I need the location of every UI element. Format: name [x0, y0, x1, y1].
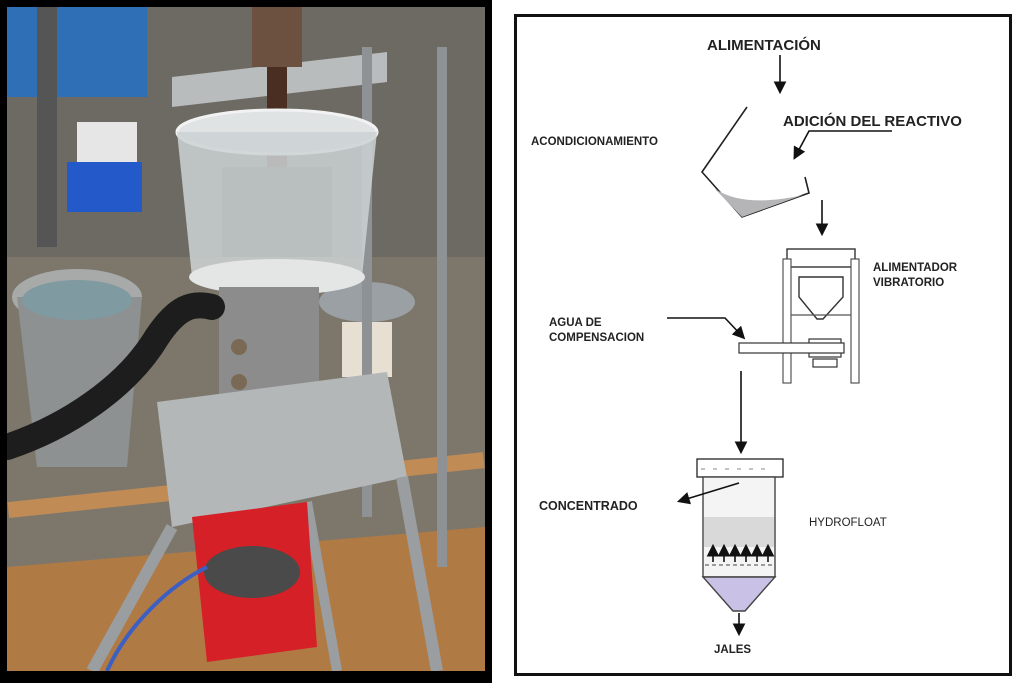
white-box	[77, 122, 137, 162]
feeder-leg-right	[850, 258, 860, 384]
label-alimentacion: ALIMENTACIÓN	[707, 37, 821, 54]
apparatus-photo-drawing	[7, 7, 485, 671]
process-diagram: ALIMENTACIÓN ADICIÓN DEL REACTIVO ACONDI…	[514, 14, 1012, 676]
agitator-motor	[252, 7, 302, 67]
table-leg-right	[396, 475, 443, 671]
bucket-contents	[204, 546, 300, 598]
table-leg-mid	[302, 501, 342, 671]
label-alimentador: ALIMENTADOR VIBRATORIO	[873, 261, 957, 291]
blue-box	[67, 162, 142, 212]
label-hydrofloat: HYDROFLOAT	[809, 517, 887, 529]
feeder-base	[812, 358, 838, 368]
blue-cabinet	[7, 7, 147, 97]
label-alimentador-line1: ALIMENTADOR	[873, 262, 958, 274]
bowl-bottom	[189, 259, 365, 295]
concentrate-arrow	[676, 482, 740, 505]
label-alimentador-line2: VIBRATORIO	[873, 277, 945, 289]
blue-hose	[105, 565, 208, 671]
pipe-back	[37, 7, 57, 247]
label-jales: JALES	[714, 644, 752, 656]
conditioning-liquid	[715, 189, 803, 217]
label-acondicionamiento: ACONDICIONAMIENTO	[531, 136, 658, 148]
feeder-top	[786, 248, 856, 268]
label-agua-line1: AGUA DE	[549, 317, 602, 329]
reagent-arrow	[793, 130, 892, 160]
inner-column	[222, 167, 332, 257]
label-agua-compensacion: AGUA DE COMPENSACION	[549, 316, 644, 346]
feeder-chute	[738, 342, 845, 354]
tub-water	[22, 280, 132, 320]
diagram-drawing	[667, 55, 892, 637]
black-hose	[7, 292, 225, 460]
label-concentrado: CONCENTRADO	[539, 499, 638, 513]
stand-post-right	[362, 47, 372, 517]
feeder-leg-left	[782, 258, 792, 384]
hydrofloat-launder	[696, 458, 784, 478]
label-adicion-reactivo: ADICIÓN DEL REACTIVO	[783, 113, 962, 130]
feeder-hopper	[798, 276, 844, 320]
valve-1	[231, 339, 247, 355]
hydrofloat-bed	[704, 517, 774, 547]
hydrofloat-cone	[701, 576, 777, 612]
steel-table	[157, 372, 407, 527]
upflow-arrows	[706, 543, 775, 562]
valve-2	[231, 374, 247, 390]
apparatus-photo	[0, 0, 492, 683]
table-leg-left	[86, 524, 178, 671]
label-agua-line2: COMPENSACION	[549, 332, 645, 344]
water-arrow	[667, 317, 746, 340]
stand-post-far	[437, 47, 447, 567]
